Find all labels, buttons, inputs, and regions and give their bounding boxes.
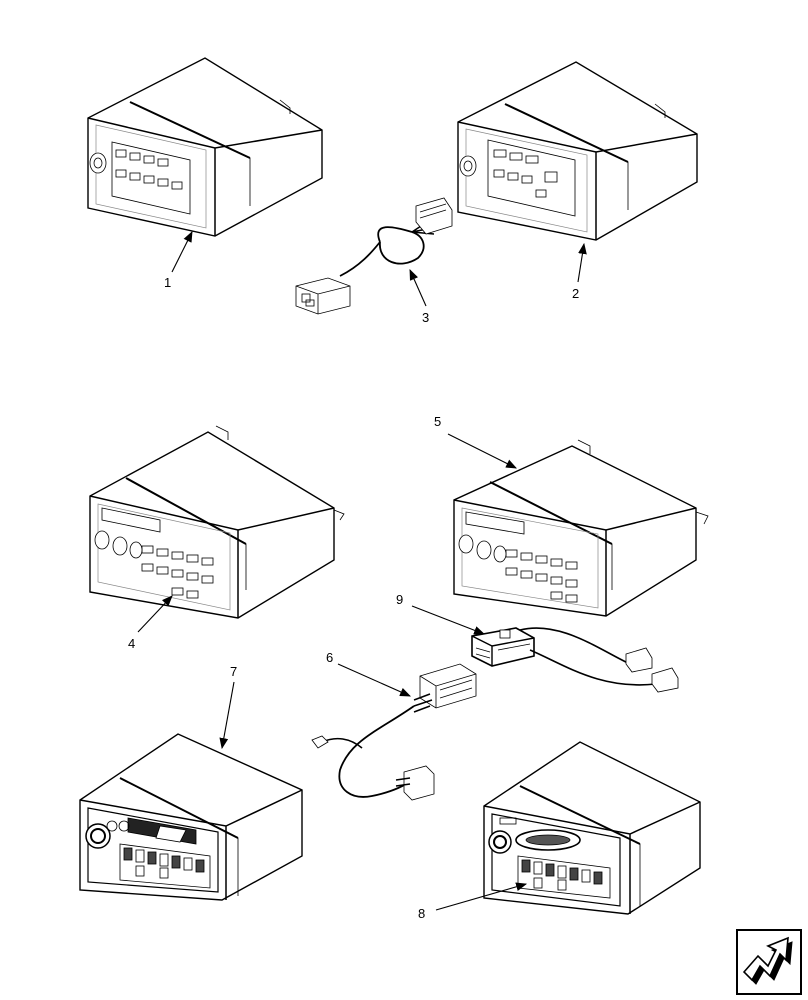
harness-6: [311, 663, 477, 801]
callout-8: 8: [418, 906, 425, 921]
radio-unit-1: [87, 57, 323, 237]
callout-9: 9: [396, 592, 403, 607]
leader-arrow-3: [409, 268, 427, 307]
leader-arrows: [137, 231, 587, 911]
radio-unit-5: [453, 439, 709, 617]
harness-9: [471, 627, 679, 693]
leader-arrow-4: [137, 595, 173, 633]
callout-4: 4: [128, 636, 135, 651]
callout-labels: 1 2 3 4 5 6 7 8 9: [128, 275, 579, 921]
callout-5: 5: [434, 414, 441, 429]
leader-arrow-7: [219, 681, 235, 750]
callout-1: 1: [164, 275, 171, 290]
callout-7: 7: [230, 664, 237, 679]
leader-arrow-9: [411, 605, 486, 635]
leader-arrow-1: [171, 231, 193, 273]
leader-arrow-2: [577, 242, 587, 283]
radio-unit-4: [89, 425, 345, 619]
radio-unit-8: [483, 741, 701, 915]
radio-unit-2: [457, 61, 698, 241]
harness-3: [295, 197, 453, 315]
leader-arrow-6: [337, 663, 412, 697]
callout-6: 6: [326, 650, 333, 665]
leader-arrow-8: [435, 882, 528, 911]
turn-arrow-icon[interactable]: [736, 929, 802, 995]
callout-2: 2: [572, 286, 579, 301]
callout-3: 3: [422, 310, 429, 325]
radio-unit-7: [79, 733, 303, 901]
leader-arrow-5: [447, 433, 517, 469]
